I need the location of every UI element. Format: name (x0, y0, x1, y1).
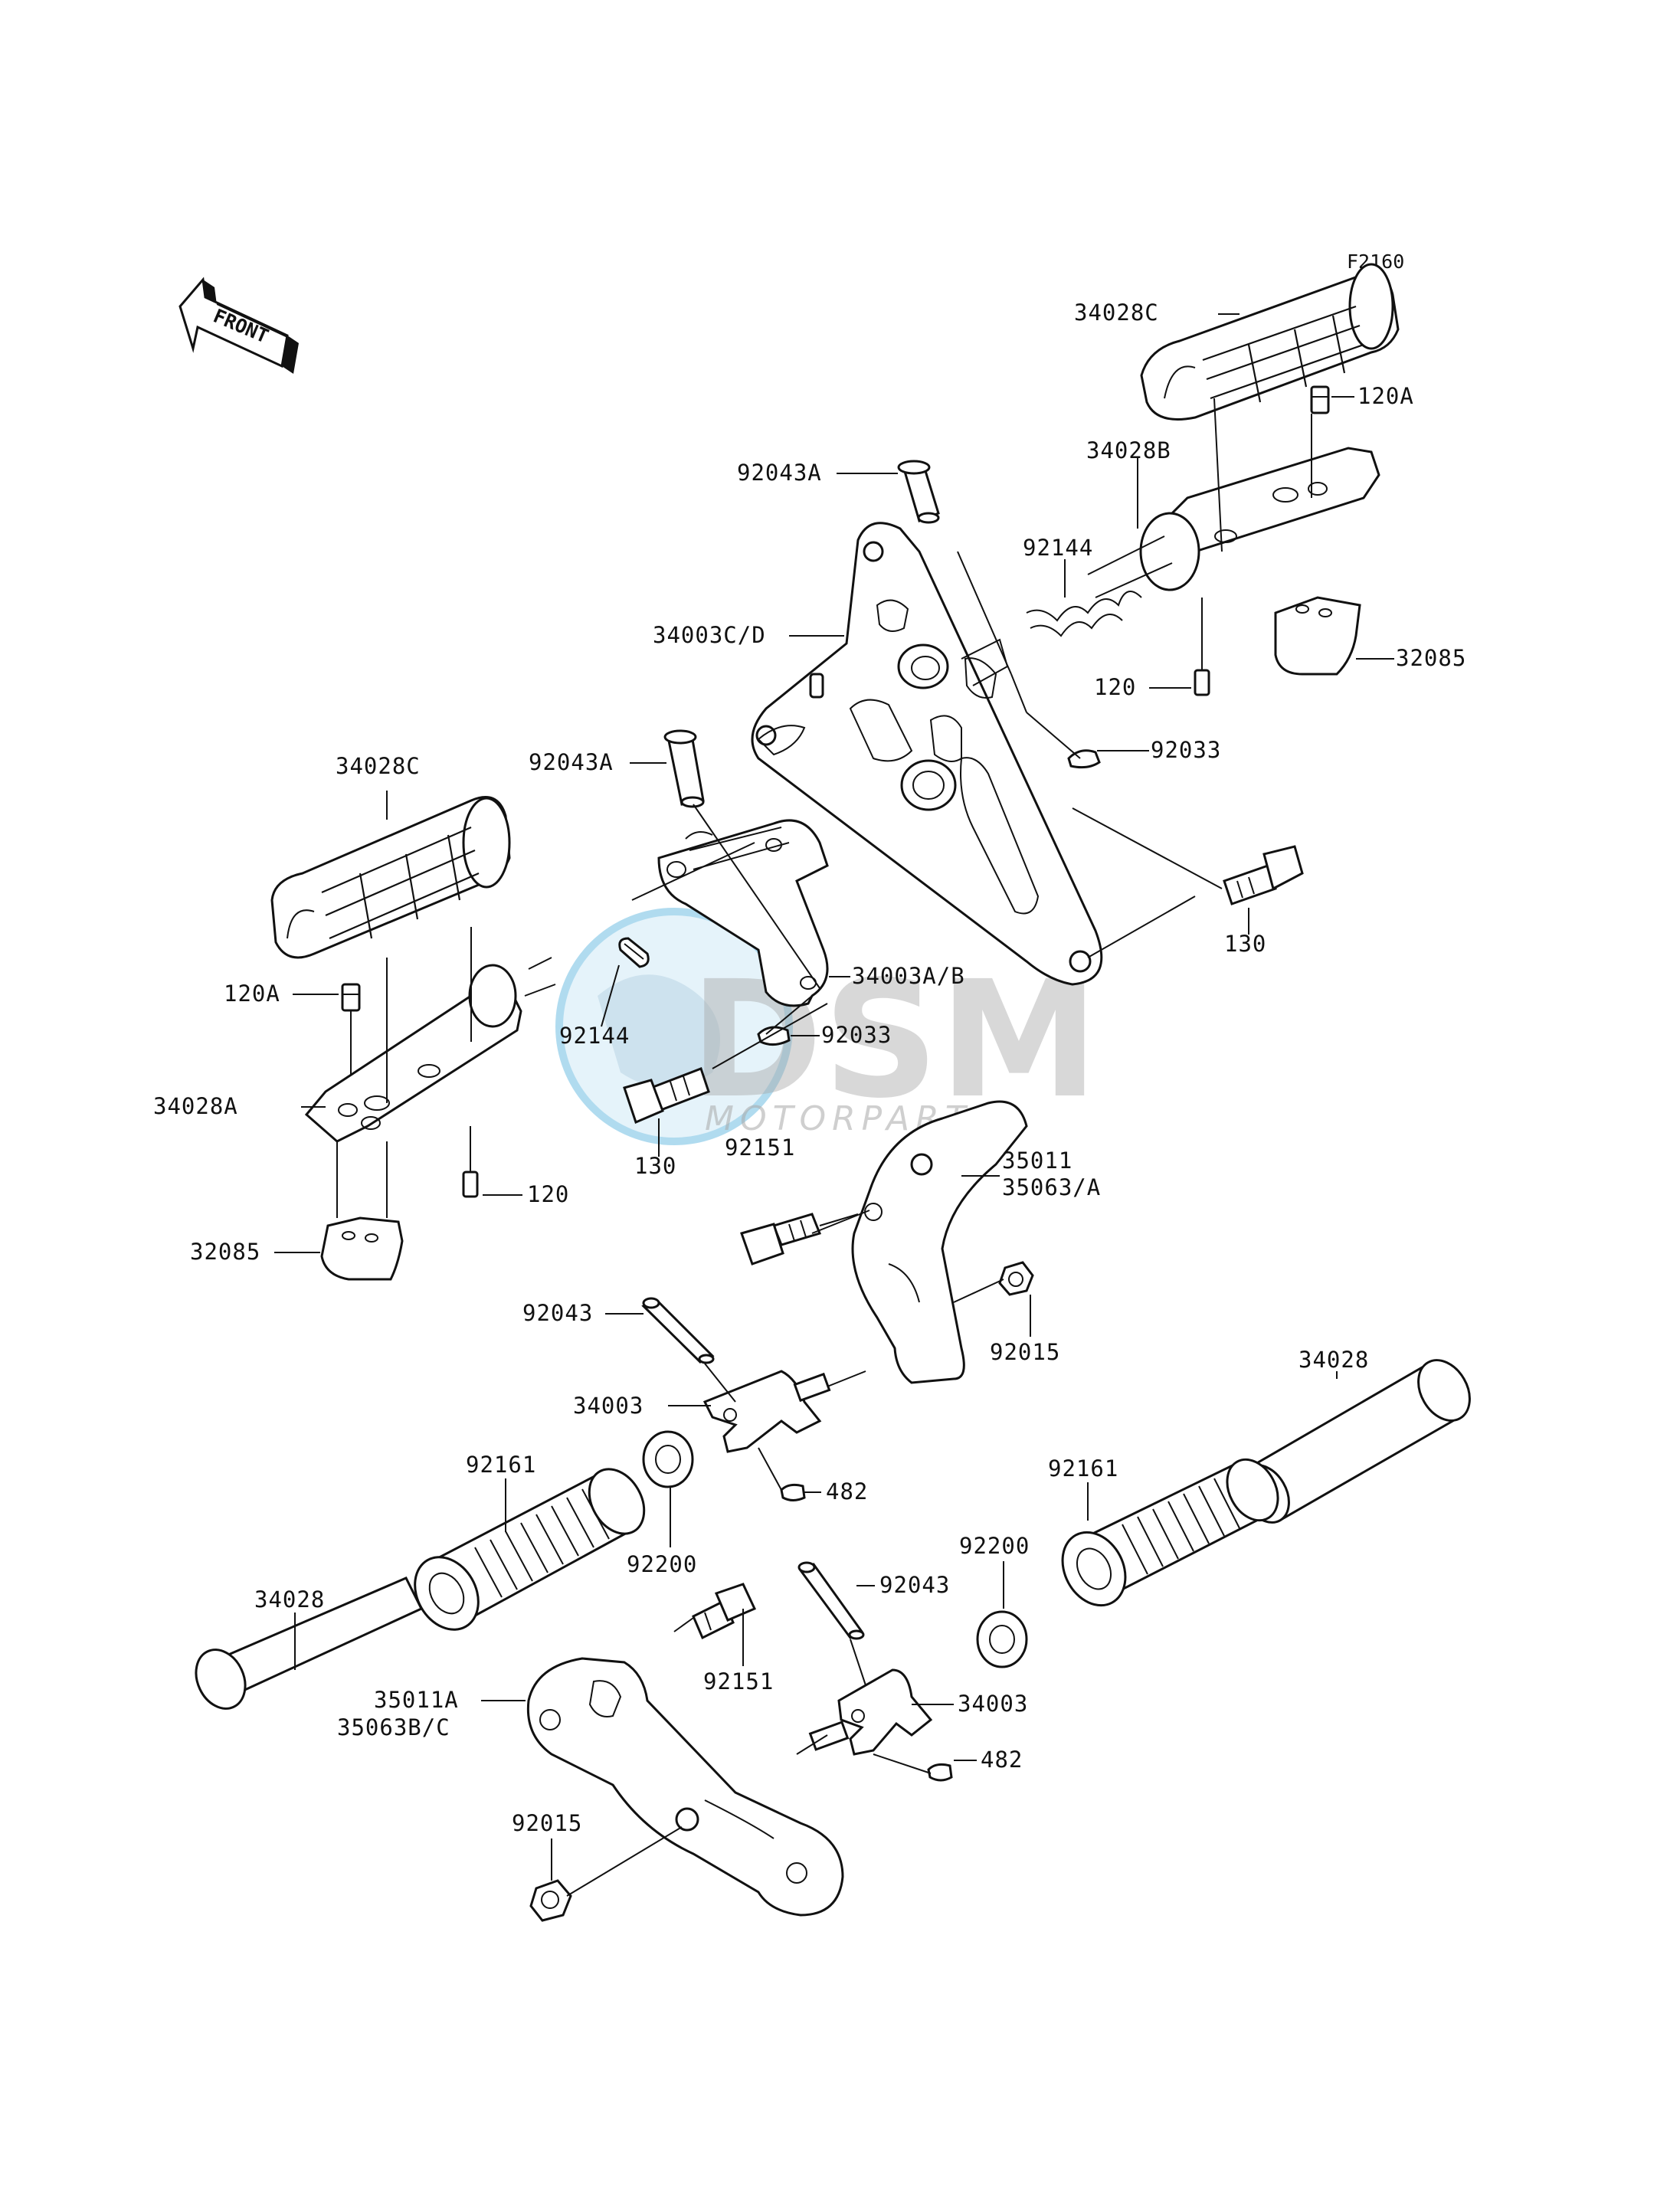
grip-92161-left (414, 1468, 646, 1631)
hanger-35011A (526, 1657, 844, 1917)
label-92043A-top: 92043A (737, 460, 822, 486)
label-34003CD: 34003C/D (653, 622, 766, 648)
tube-34028-left (195, 1577, 424, 1710)
part-labels: 34028C 120A 34028B 92043A 92144 34003C/D… (153, 300, 1466, 1836)
clevis-34003-low (808, 1668, 933, 1756)
tube-34028-right (1240, 1359, 1471, 1524)
bolt-120-left (462, 1126, 479, 1198)
clevis-34003-mid (702, 1370, 831, 1453)
label-92151-low: 92151 (703, 1668, 774, 1694)
rubber-footpeg-top-right (1140, 263, 1400, 421)
cap-32085-top (1274, 596, 1361, 676)
label-35063A: 35063/A (1002, 1174, 1101, 1200)
nut-92015-left (529, 1879, 572, 1922)
label-32085-top: 32085 (1396, 645, 1466, 671)
label-34003-mid: 34003 (573, 1393, 644, 1419)
bracket-plate-34003CD (751, 522, 1103, 986)
footpeg-bracket-34028B (1087, 398, 1380, 598)
label-34028C-top: 34028C (1074, 300, 1159, 326)
label-92015-left: 92015 (512, 1810, 582, 1836)
label-34028C-left: 34028C (336, 753, 421, 779)
label-92151-top: 92151 (725, 1135, 795, 1161)
label-34003AB: 34003A/B (852, 963, 965, 989)
label-92144-left: 92144 (559, 1023, 630, 1049)
label-120A-top: 120A (1357, 383, 1414, 409)
pin-92043-low (797, 1561, 865, 1640)
label-482-low: 482 (981, 1747, 1023, 1773)
label-32085-left: 32085 (190, 1239, 260, 1265)
leader-lines (274, 313, 1394, 1881)
pin-92043A-mid (663, 729, 705, 808)
bolt-130-mid (623, 1067, 710, 1125)
plate-tab (961, 638, 1009, 686)
cap-32085-left (320, 1216, 404, 1281)
label-482-mid: 482 (826, 1478, 868, 1505)
assembly-guide-lines (566, 551, 1223, 1897)
bolt-120-top (1194, 598, 1210, 696)
label-120-left: 120 (527, 1181, 569, 1207)
label-34028A: 34028A (153, 1093, 238, 1119)
bracket-34003AB (657, 819, 829, 1007)
label-92043A-mid: 92043A (529, 749, 614, 775)
watermark-brand: DSM (689, 946, 1099, 1134)
front-arrow-icon: FRONT (178, 277, 299, 374)
label-92200-right: 92200 (959, 1533, 1030, 1559)
nut-92015-right (998, 1261, 1034, 1296)
label-92043-mid: 92043 (522, 1300, 593, 1326)
bolt-92151-low (673, 1583, 757, 1640)
label-120A-left: 120A (224, 981, 280, 1007)
pin-92043A-top (897, 460, 940, 524)
label-92144-top: 92144 (1023, 535, 1093, 561)
clip-482-mid (780, 1483, 806, 1501)
bolt-120A-top (1310, 385, 1330, 414)
clip-482-low (927, 1763, 953, 1782)
rubber-footpeg-left (270, 796, 511, 959)
cotter-92033-mid (757, 1026, 791, 1046)
label-130-right: 130 (1224, 931, 1266, 957)
label-35011A: 35011A (374, 1687, 459, 1713)
label-92200-left: 92200 (627, 1551, 697, 1577)
hanger-35011 (851, 1100, 1028, 1384)
label-35011: 35011 (1002, 1148, 1073, 1174)
washer-92200-right (976, 1610, 1028, 1668)
washer-92200-left (642, 1430, 694, 1488)
label-92033-mid: 92033 (821, 1022, 892, 1048)
label-34028-left: 34028 (254, 1586, 325, 1613)
label-35063BC: 35063B/C (337, 1714, 450, 1740)
label-34028B: 34028B (1086, 437, 1171, 463)
label-92161-right: 92161 (1048, 1455, 1118, 1482)
label-92043-low: 92043 (879, 1572, 950, 1598)
bolt-92151-top (740, 1213, 859, 1265)
pin-92043-mid (641, 1297, 715, 1364)
label-92033-top: 92033 (1151, 737, 1221, 763)
label-92015-right: 92015 (990, 1339, 1060, 1365)
grip-92161-right (1061, 1458, 1279, 1607)
footpeg-bracket-34028A (304, 927, 556, 1218)
bolt-130-right (1223, 845, 1304, 905)
label-92161-left: 92161 (466, 1452, 536, 1478)
label-130-mid: 130 (634, 1153, 676, 1179)
label-34028-right: 34028 (1298, 1347, 1369, 1373)
label-120-top: 120 (1094, 674, 1136, 700)
spring-92144-top (1026, 591, 1142, 637)
spring-92144-left (618, 937, 650, 968)
label-34003-low: 34003 (958, 1691, 1028, 1717)
